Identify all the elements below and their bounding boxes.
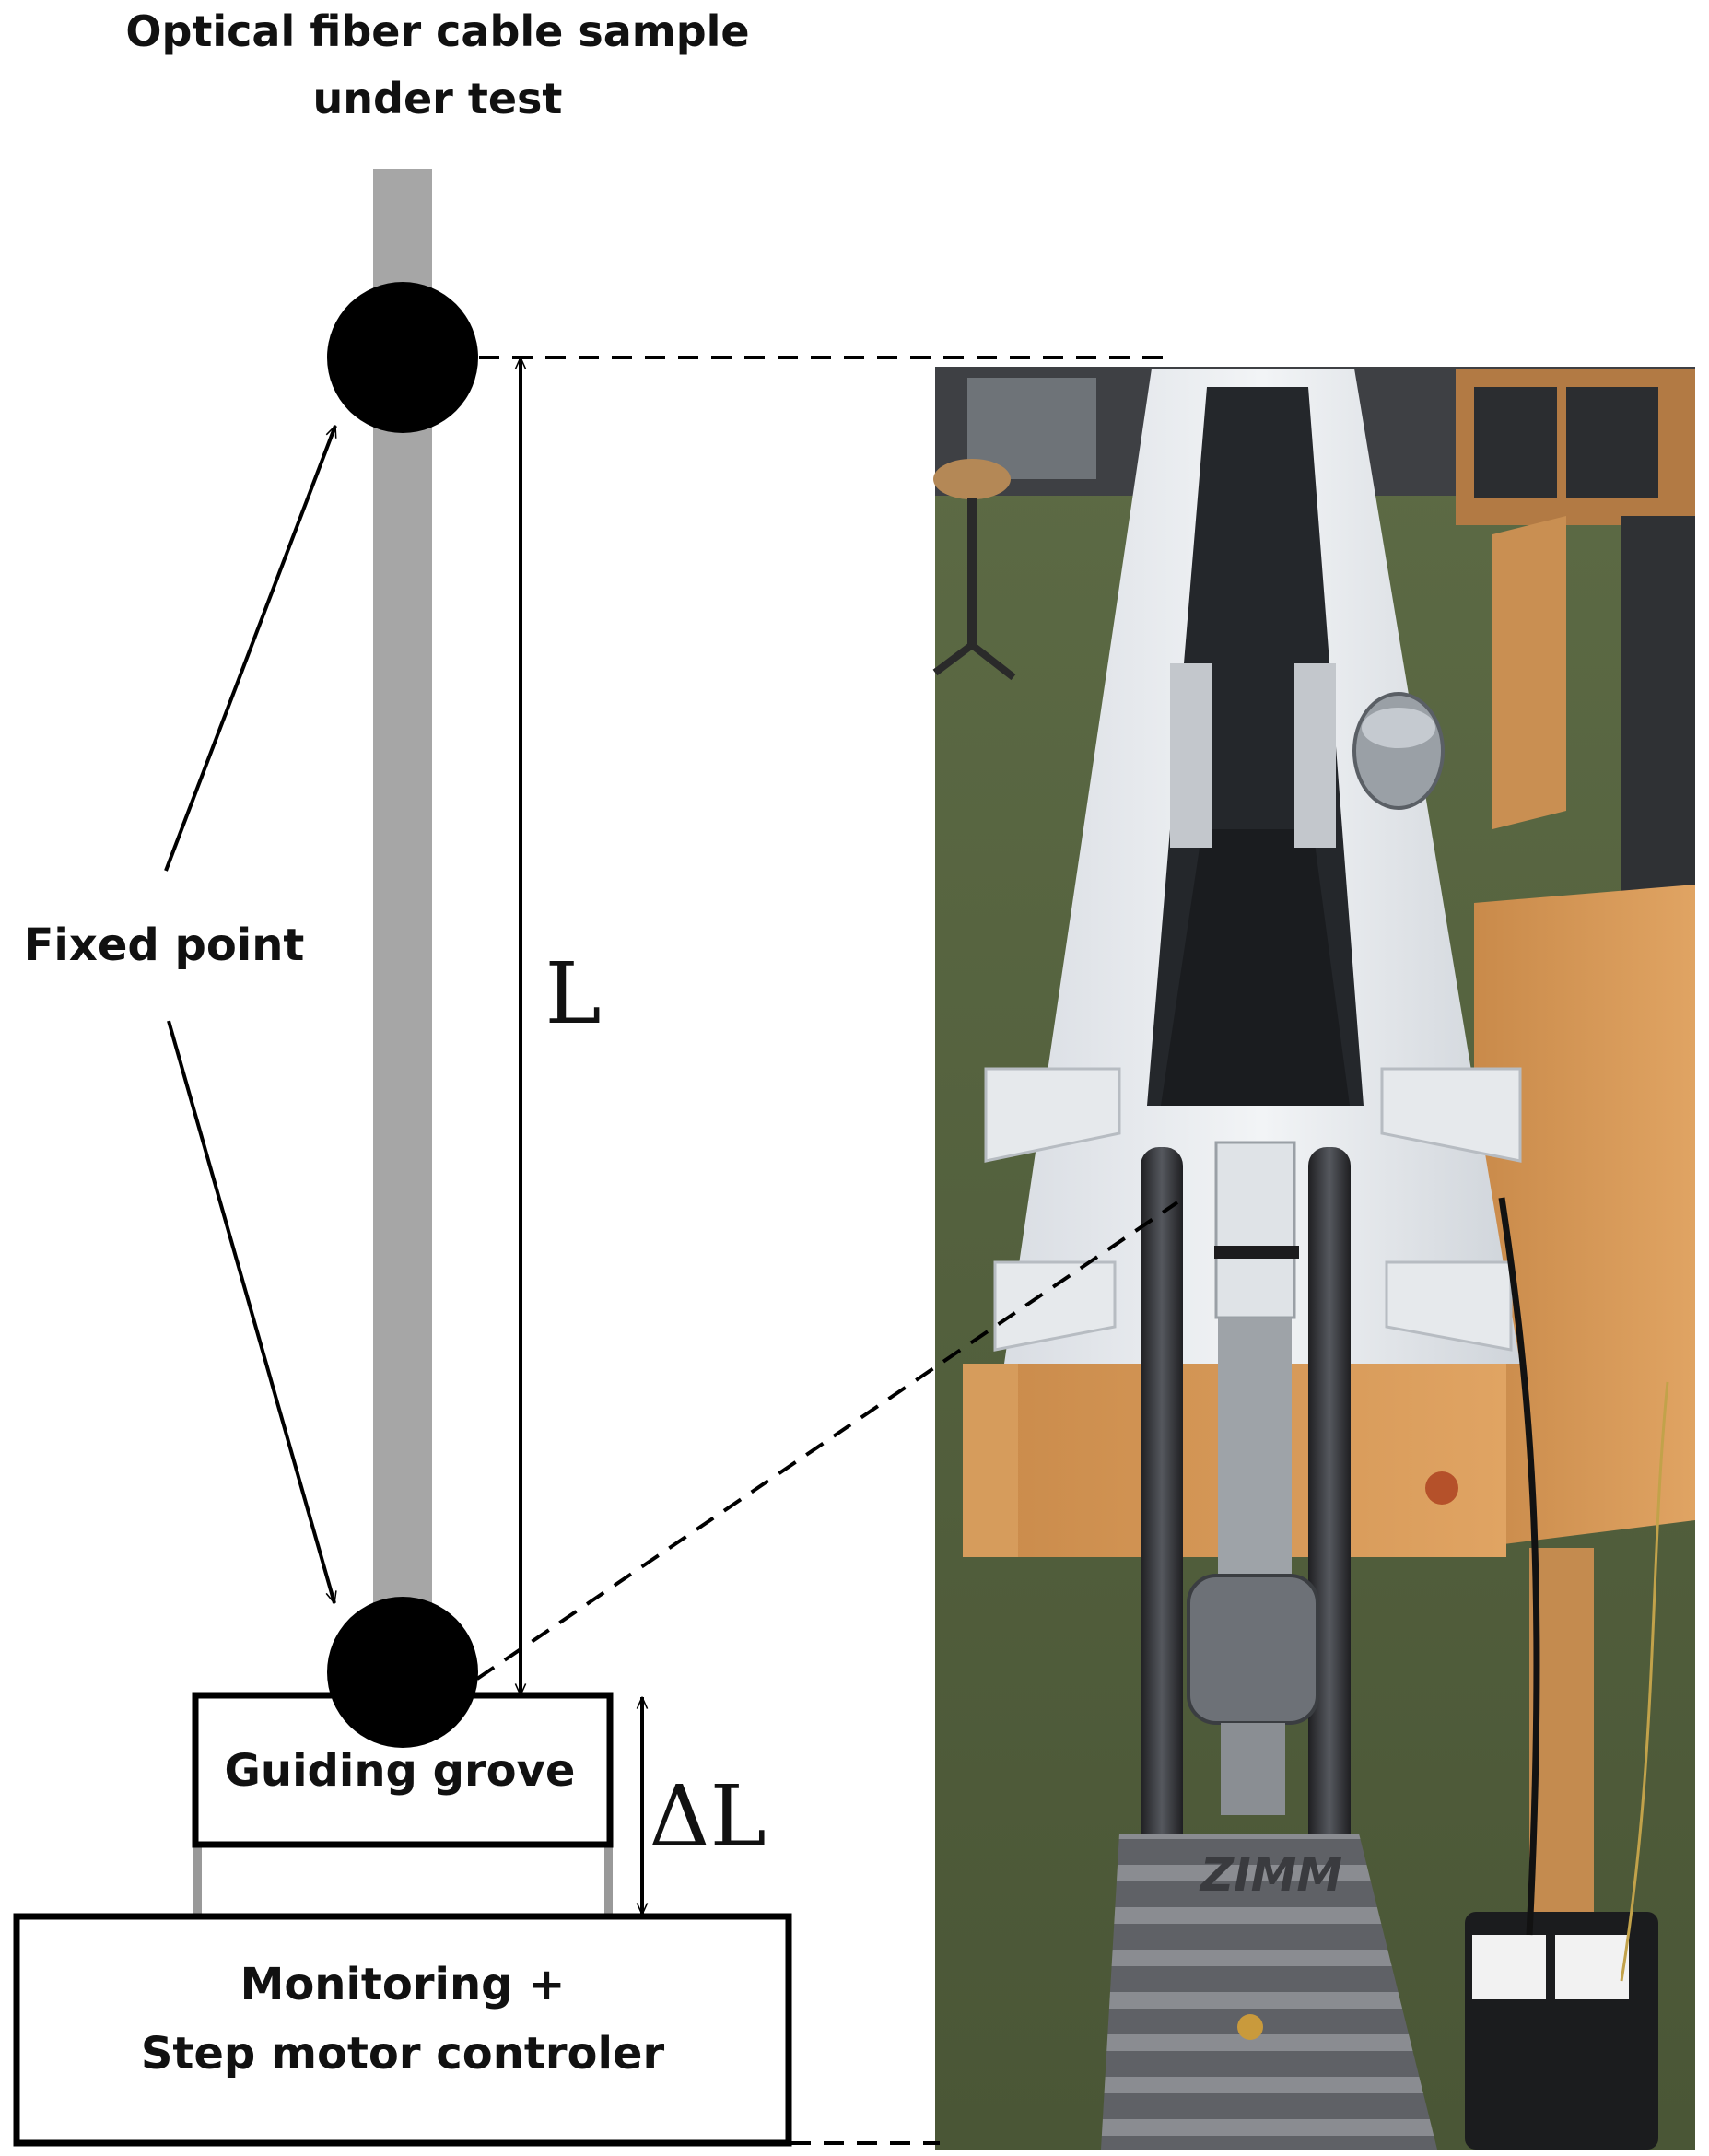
diagram-title-line1: Optical fiber cable sample: [125, 6, 749, 56]
controller-label-line2: Step motor controler: [141, 2028, 665, 2080]
fixed-point-top: [327, 282, 478, 433]
monitoring-controller-box: [13, 1913, 792, 2147]
delta-length-symbol: ΔL: [649, 1767, 767, 1866]
projection-line-middle: [475, 1201, 1179, 1681]
photo-wood-table: [1474, 885, 1695, 1548]
diagram-title-line2: under test: [313, 74, 563, 123]
fixed-point-label: Fixed point: [24, 920, 305, 971]
fixed-point-arrow-bottom: [167, 1020, 334, 1603]
guiding-grove-label: Guiding grove: [225, 1745, 576, 1797]
fixed-point-bottom: [327, 1597, 478, 1748]
fixed-point-arrow-top: [164, 426, 337, 872]
photo-stool: [933, 459, 1011, 499]
photo-grip-plate: [1214, 1141, 1296, 1319]
schematic: Optical fiber cable sample under test Gu…: [13, 6, 1179, 2147]
photo-brand-label: ZIMM: [1199, 1848, 1342, 1902]
photo-pull-strap: [1218, 1318, 1292, 1576]
controller-label-line1: Monitoring +: [240, 1959, 566, 2010]
photo-actuator: [1187, 1574, 1319, 1725]
support-post-left: [193, 1847, 202, 1917]
test-rig-photo: ZIMM: [932, 367, 1695, 2150]
photo-wood-bar: [1492, 516, 1566, 829]
support-post-right: [604, 1847, 613, 1917]
photo-motor-block: [1101, 1834, 1437, 2150]
length-symbol: L: [544, 944, 601, 1043]
